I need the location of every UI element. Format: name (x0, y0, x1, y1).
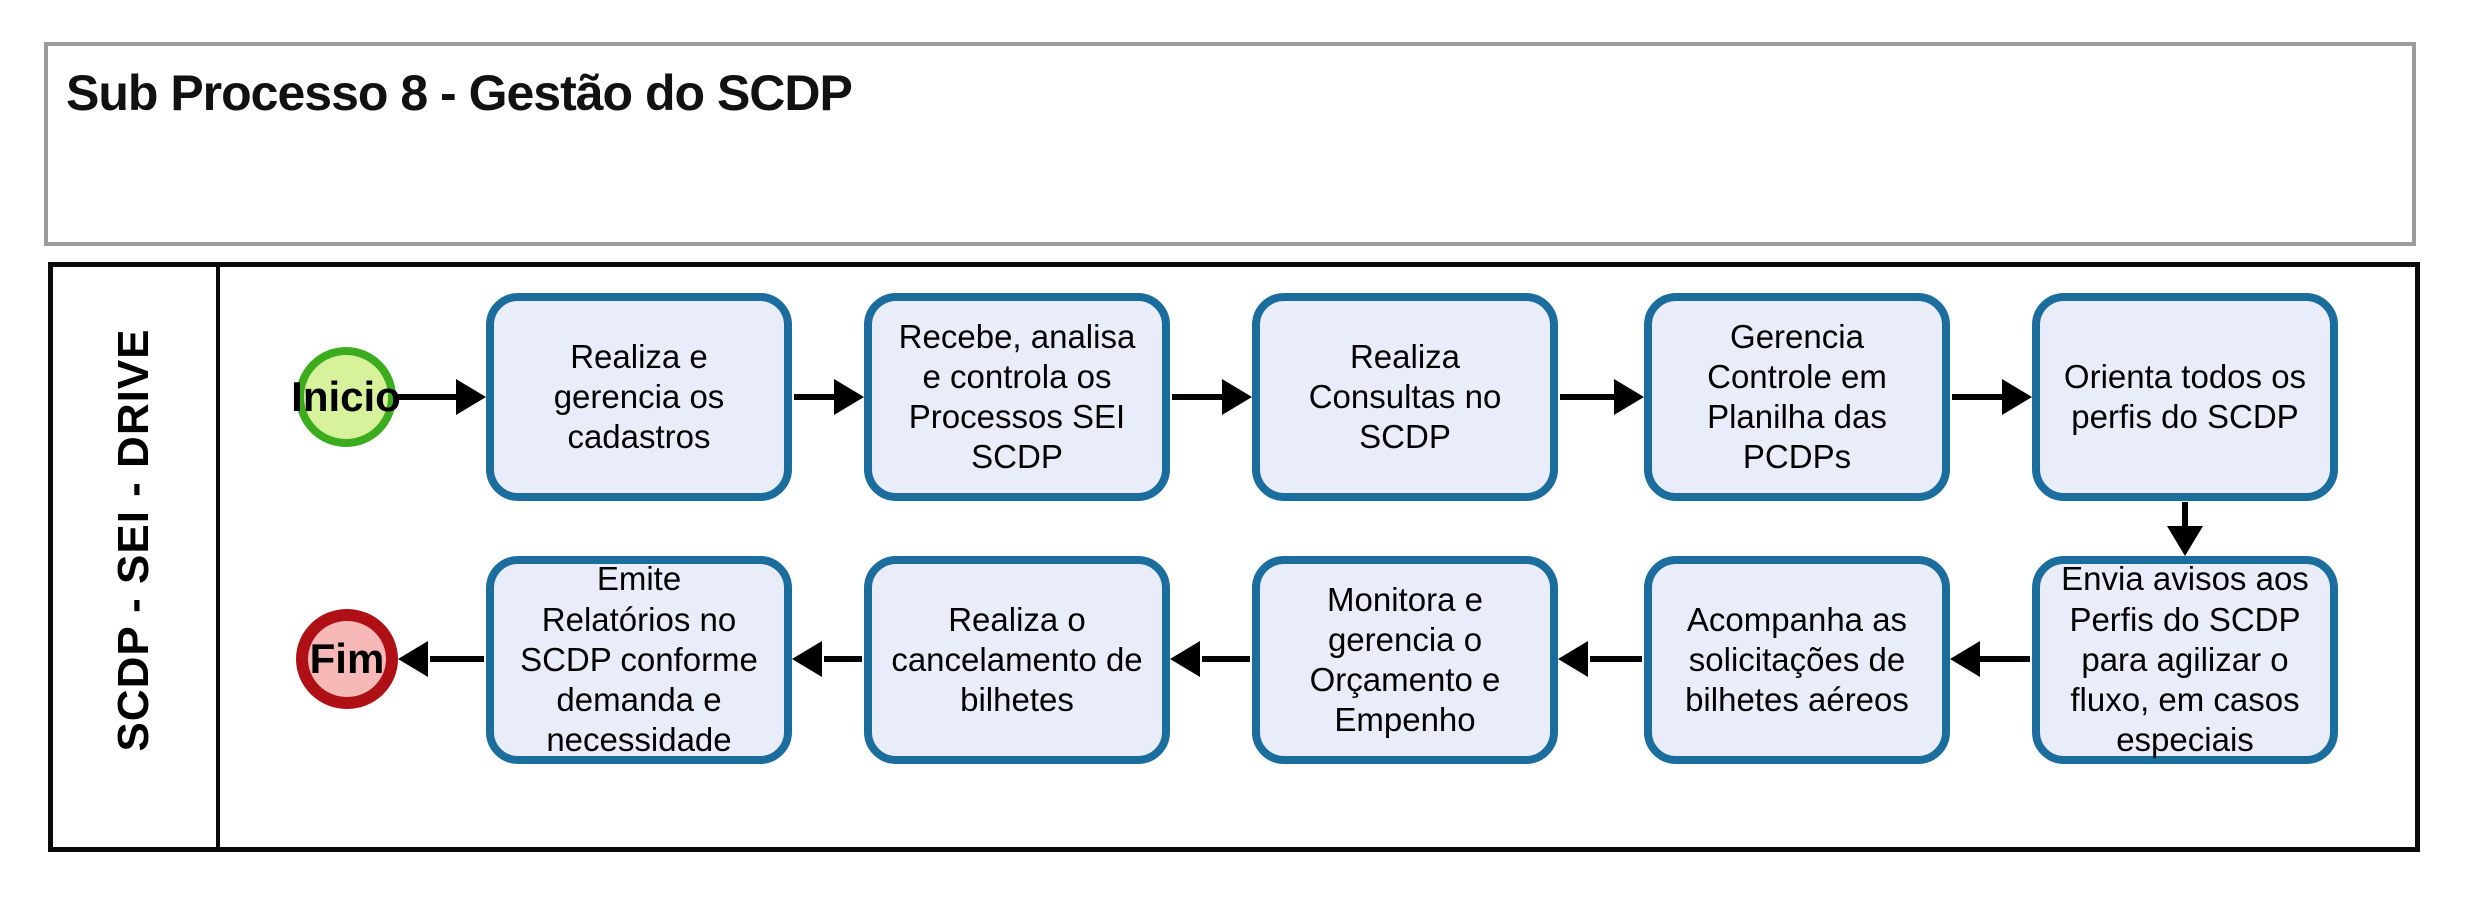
start-node: Inicio (291, 347, 401, 447)
process-box-realiza-cadastros: Realiza e gerencia os cadastros (486, 293, 792, 501)
process-box-monitora-orcamento: Monitora e gerencia o Orçamento e Empenh… (1252, 556, 1558, 764)
process-box-cancelamento: Realiza o cancelamento de bilhetes (864, 556, 1170, 764)
page-title: Sub Processo 8 - Gestão do SCDP (66, 65, 853, 121)
lane-divider (216, 264, 220, 848)
process-box-realiza-consultas: Realiza Consultas no SCDP (1252, 293, 1558, 501)
process-box-recebe-analisa: Recebe, analisa e controla os Processos … (864, 293, 1170, 501)
process-box-gerencia-controle: Gerencia Controle em Planilha das PCDPs (1644, 293, 1950, 501)
process-box-envia-avisos: Envia avisos aos Perfis do SCDP para agi… (2032, 556, 2338, 764)
process-box-emite-relatorios: Emite Relatórios no SCDP conforme demand… (486, 556, 792, 764)
title-frame: Sub Processo 8 - Gestão do SCDP (44, 42, 2416, 246)
lane-label: SCDP - SEI - DRIVE (109, 328, 158, 752)
end-node: Fim (296, 609, 398, 709)
process-box-acompanha-bilhetes: Acompanha as solicitações de bilhetes aé… (1644, 556, 1950, 764)
process-box-orienta-perfis: Orienta todos os perfis do SCDP (2032, 293, 2338, 501)
swimlane-frame (48, 262, 2420, 852)
